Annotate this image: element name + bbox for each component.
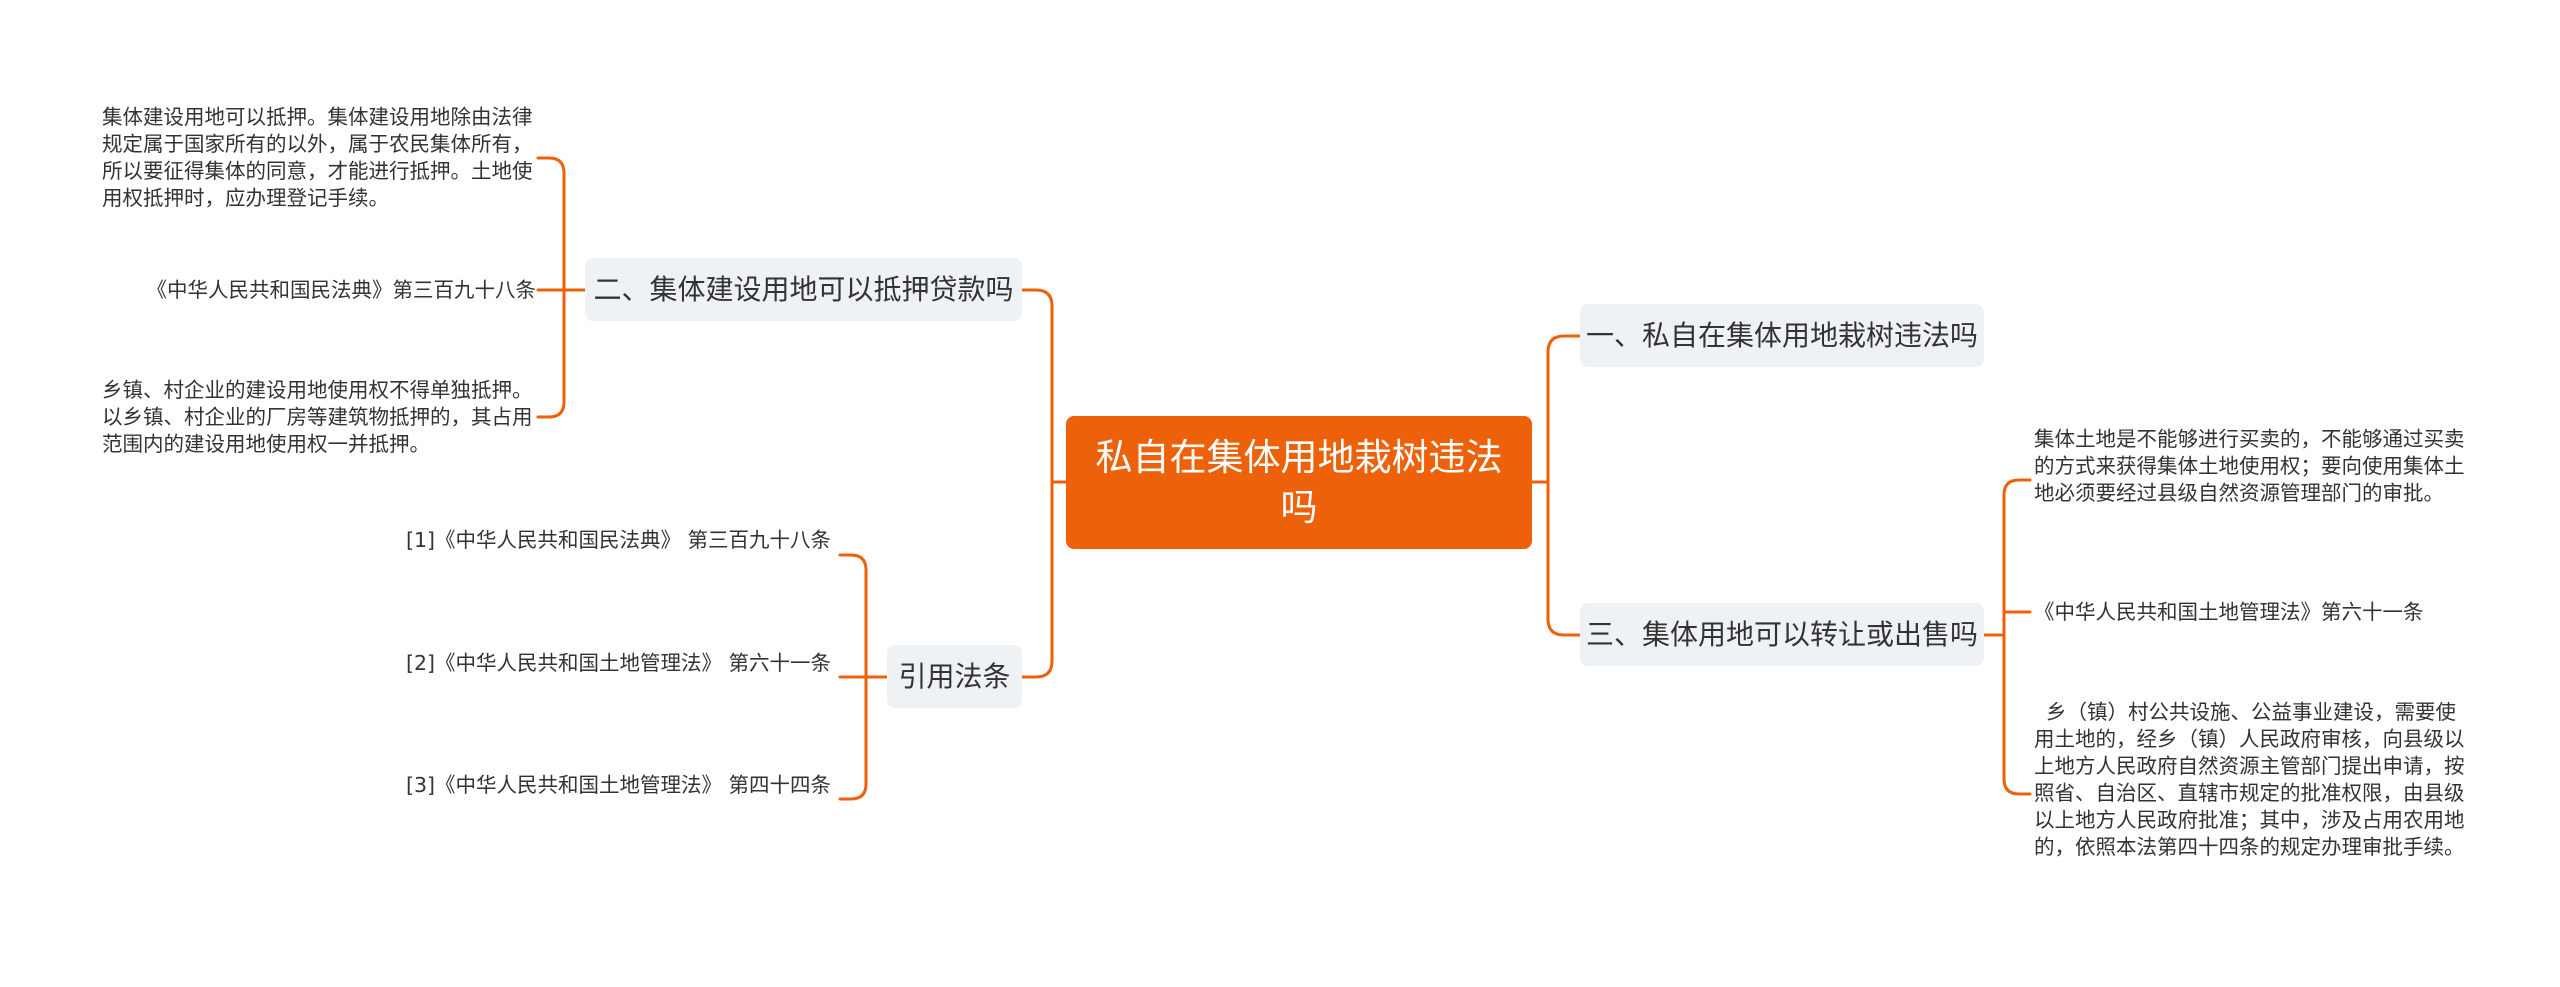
- leaf-mortgage-law-text-content: 乡镇、村企业的建设用地使用权不得单独抵押。以乡镇、村企业的厂房等建筑物抵押的，其…: [102, 378, 533, 456]
- topic-branch-2[interactable]: 二、集体建设用地可以抵押贷款吗: [585, 258, 1022, 321]
- leaf-transfer-explanation-text: 集体土地是不能够进行买卖的，不能够通过买卖的方式来获得集体土地使用权；要向使用集…: [2034, 427, 2465, 505]
- leaf-mortgage-law-ref: 《中华人民共和国民法典》第三百九十八条: [102, 277, 537, 304]
- leaf-transfer-explanation: 集体土地是不能够进行买卖的，不能够通过买卖的方式来获得集体土地使用权；要向使用集…: [2034, 426, 2474, 507]
- topic-branch-1-label: 一、私自在集体用地栽树违法吗: [1585, 319, 1978, 352]
- topic-branch-1[interactable]: 一、私自在集体用地栽树违法吗: [1580, 304, 1984, 367]
- leaf-mortgage-law-text: 乡镇、村企业的建设用地使用权不得单独抵押。以乡镇、村企业的厂房等建筑物抵押的，其…: [102, 377, 536, 458]
- topic-branch-3[interactable]: 三、集体用地可以转让或出售吗: [1580, 603, 1984, 666]
- topic-citations-label: 引用法条: [898, 660, 1011, 693]
- leaf-transfer-law-ref: 《中华人民共和国土地管理法》第六十一条: [2034, 599, 2474, 626]
- root-title: 私自在集体用地栽树违法吗: [1095, 435, 1503, 529]
- leaf-transfer-law-ref-text: 《中华人民共和国土地管理法》第六十一条: [2034, 600, 2424, 624]
- topic-branch-2-label: 二、集体建设用地可以抵押贷款吗: [593, 273, 1014, 306]
- topic-branch-3-label: 三、集体用地可以转让或出售吗: [1585, 618, 1978, 651]
- leaf-citation-2[interactable]: [2]《中华人民共和国土地管理法》 第六十一条: [406, 650, 836, 677]
- leaf-citation-1[interactable]: [1]《中华人民共和国民法典》 第三百九十八条: [406, 527, 836, 554]
- leaf-citation-1-text: [1]《中华人民共和国民法典》 第三百九十八条: [406, 528, 832, 552]
- leaf-mortgage-explanation: 集体建设用地可以抵押。集体建设用地除由法律规定属于国家所有的以外，属于农民集体所…: [102, 104, 536, 212]
- leaf-transfer-law-text: 乡（镇）村公共设施、公益事业建设，需要使用土地的，经乡（镇）人民政府审核，向县级…: [2034, 699, 2474, 861]
- leaf-transfer-law-text-content: 乡（镇）村公共设施、公益事业建设，需要使用土地的，经乡（镇）人民政府审核，向县级…: [2034, 700, 2465, 859]
- leaf-citation-2-text: [2]《中华人民共和国土地管理法》 第六十一条: [406, 651, 832, 675]
- leaf-mortgage-law-ref-text: 《中华人民共和国民法典》第三百九十八条: [146, 278, 537, 302]
- topic-citations[interactable]: 引用法条: [887, 645, 1022, 708]
- leaf-mortgage-explanation-text: 集体建设用地可以抵押。集体建设用地除由法律规定属于国家所有的以外，属于农民集体所…: [102, 105, 533, 210]
- root-topic[interactable]: 私自在集体用地栽树违法吗: [1066, 416, 1532, 549]
- leaf-citation-3[interactable]: [3]《中华人民共和国土地管理法》 第四十四条: [406, 772, 836, 799]
- leaf-citation-3-text: [3]《中华人民共和国土地管理法》 第四十四条: [406, 773, 832, 797]
